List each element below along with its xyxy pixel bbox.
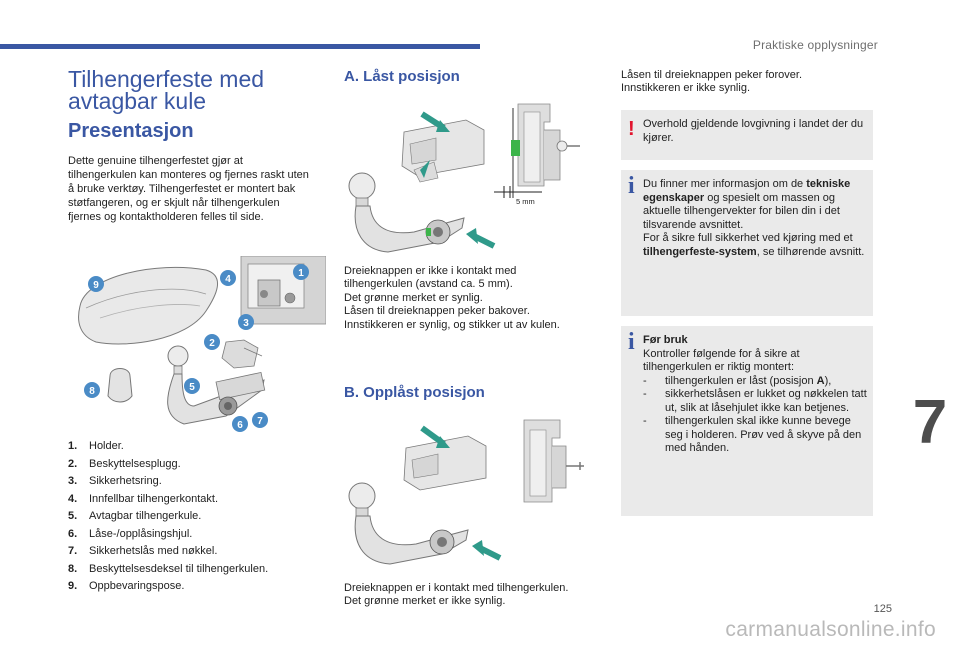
callout-1: 1 — [293, 264, 309, 280]
callout-6: 6 — [232, 416, 248, 432]
callout-3: 3 — [238, 314, 254, 330]
info-icon: i — [628, 329, 635, 355]
unlocked-caption: Dreieknappen er i kontakt med tilhengerk… — [344, 582, 569, 608]
callout-7: 7 — [252, 412, 268, 428]
callout-2: 2 — [204, 334, 220, 350]
page-title: Tilhengerfeste med avtagbar kule — [68, 66, 265, 114]
svg-text:4: 4 — [225, 274, 231, 285]
unlocked-description: Låsen til dreieknappen peker forover. In… — [621, 69, 803, 95]
unlocked-position-illustration — [348, 419, 584, 565]
warning-note: ! Overhold gjeldende lovgivning i landet… — [621, 110, 873, 160]
info-note-before-use: i Før bruk Kontroller følgende for å sik… — [621, 326, 873, 516]
list-item: 3.Sikkerhetsring. — [68, 475, 162, 487]
locked-caption: Dreieknappen er ikke i kontakt med tilhe… — [344, 265, 560, 331]
svg-text:2: 2 — [209, 338, 215, 349]
info-note-specifications: i Du finner mer informasjon om de teknis… — [621, 170, 873, 316]
chapter-number: 7 — [912, 388, 948, 457]
locked-position-illustration: 5 mm — [348, 103, 580, 253]
warning-icon: ! — [628, 118, 635, 140]
list-item: 7.Sikkerhetslås med nøkkel. — [68, 545, 218, 557]
header-bar — [0, 44, 480, 49]
dimension-label: 5 mm — [516, 197, 535, 206]
list-item: 2.Beskyttelsesplugg. — [68, 457, 181, 470]
parts-list: 1.Holder. 2.Beskyttelsesplugg. 3.Sikkerh… — [68, 438, 328, 596]
list-item: 4.Innfellbar tilhengerkontakt. — [68, 492, 219, 505]
info-icon: i — [628, 173, 635, 199]
list-item: 8.Beskyttelsesdeksel til tilhengerkulen. — [68, 562, 269, 575]
green-mark-icon — [511, 140, 520, 156]
presentation-heading: Presentasjon — [68, 120, 194, 142]
list-item: 5.Avtagbar tilhengerkule. — [68, 510, 202, 522]
list-item: 6.Låse-/opplåsingshjul. — [68, 527, 193, 540]
svg-text:1: 1 — [298, 268, 304, 279]
towbar-parts-illustration: 9 4 1 3 2 8 5 7 6 — [78, 256, 326, 432]
svg-text:7: 7 — [257, 416, 263, 427]
callout-8: 8 — [84, 382, 100, 398]
list-item: 9.Oppbevaringspose. — [68, 580, 185, 592]
svg-text:6: 6 — [237, 420, 243, 431]
list-item: -sikkerhetslåsen er lukket og nøkkelen t… — [643, 388, 867, 414]
list-item: -tilhengerkulen er låst (posisjon A), — [643, 374, 832, 387]
section-title: Praktiske opplysninger — [752, 38, 878, 52]
list-item: 1.Holder. — [68, 440, 124, 452]
intro-paragraph: Dette genuine tilhengerfestet gjør at ti… — [68, 155, 309, 223]
svg-text:8: 8 — [89, 386, 95, 397]
page-number: 125 — [873, 603, 892, 615]
svg-text:5: 5 — [189, 382, 195, 393]
callout-5: 5 — [184, 378, 200, 394]
locked-position-heading: A. Låst posisjon — [344, 68, 460, 85]
svg-text:3: 3 — [243, 318, 249, 329]
watermark: carmanualsonline.info — [725, 618, 936, 641]
callout-9: 9 — [88, 276, 104, 292]
svg-text:9: 9 — [93, 280, 99, 291]
list-item: -tilhengerkulen skal ikke kunne bevege s… — [643, 415, 862, 454]
callout-4: 4 — [220, 270, 236, 286]
unlocked-position-heading: B. Opplåst posisjon — [344, 384, 485, 401]
